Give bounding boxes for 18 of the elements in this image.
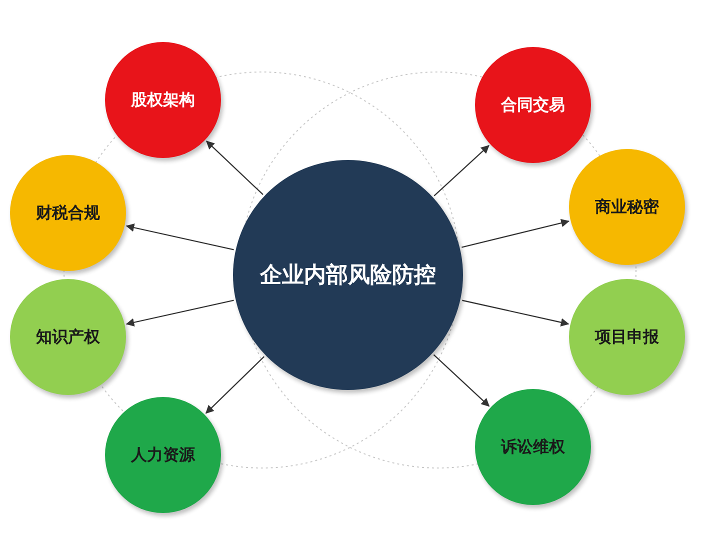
topic-label: 商业秘密 bbox=[595, 196, 659, 218]
topic-label: 企业内部风险防控 bbox=[260, 262, 436, 290]
arrow bbox=[126, 224, 234, 250]
arrow bbox=[205, 356, 265, 414]
arrow bbox=[126, 300, 234, 326]
arrow bbox=[462, 300, 570, 326]
topic-label: 股权架构 bbox=[131, 90, 195, 110]
arrow bbox=[433, 354, 490, 407]
topic-label: 合同交易 bbox=[501, 94, 565, 116]
topic-label: 人力资源 bbox=[131, 444, 195, 466]
topic-label: 诉讼维权 bbox=[501, 436, 565, 458]
topic-label: 财税合规 bbox=[36, 202, 100, 224]
topic-circle bbox=[569, 149, 685, 265]
arrow bbox=[462, 218, 570, 248]
topic-label: 项目申报 bbox=[595, 326, 659, 348]
arrow bbox=[206, 140, 264, 196]
arrow bbox=[434, 145, 490, 196]
topic-label: 知识产权 bbox=[36, 326, 100, 348]
